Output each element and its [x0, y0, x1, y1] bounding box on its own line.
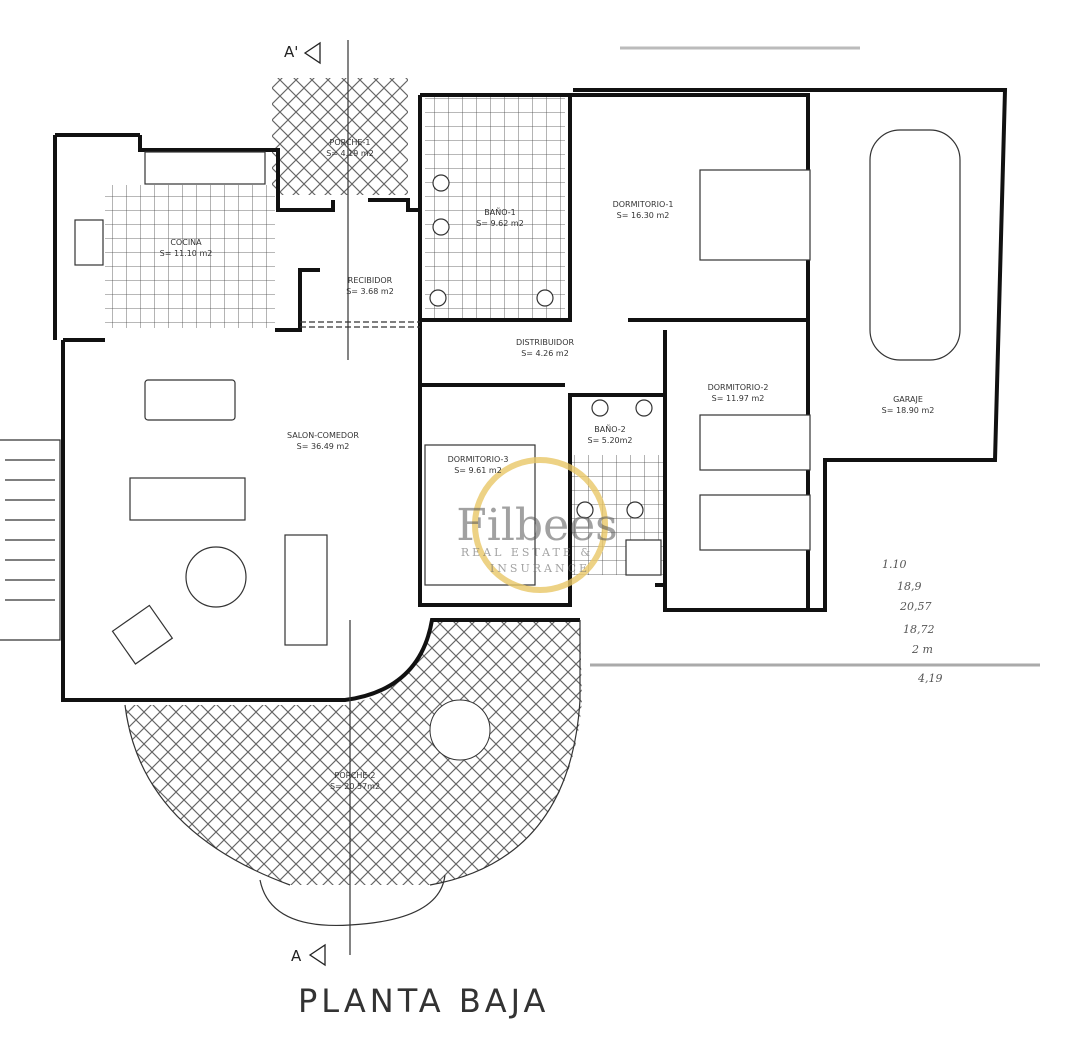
porch2-paving — [125, 620, 582, 885]
bath1-tiles — [425, 95, 565, 318]
room-area: S= 18.90 m2 — [882, 406, 935, 415]
section-mark-bottom: A — [291, 947, 302, 965]
plan-title: PLANTA BAJA — [298, 982, 549, 1020]
watermark: Filbees REAL ESTATE & INSURANCE — [456, 457, 618, 593]
room-area: S= 5.20m2 — [587, 436, 632, 445]
watermark-line1: REAL ESTATE & — [461, 546, 593, 559]
room-name: BAÑO-1 — [484, 207, 515, 217]
room-area: S= 9.61 m2 — [454, 466, 502, 475]
room-area: S= 4.26 m2 — [521, 349, 569, 358]
room-name: BAÑO-2 — [594, 424, 625, 434]
room-name: DORMITORIO-3 — [448, 455, 509, 464]
room-area: S= 3.68 m2 — [346, 287, 394, 296]
kitchen-tiles — [105, 185, 275, 328]
room-name: RECIBIDOR — [348, 276, 393, 285]
room-area: S= 16.30 m2 — [617, 211, 670, 220]
room-area: S= 11.97 m2 — [712, 394, 765, 403]
room-area: S= 4.19 m2 — [326, 149, 374, 158]
watermark-brand: Filbees — [456, 500, 618, 551]
section-mark-top: A' — [284, 43, 298, 61]
room-name: COCINA — [170, 238, 202, 247]
room-name: SALON-COMEDOR — [287, 431, 359, 440]
room-name: DORMITORIO-2 — [708, 383, 769, 392]
room-area: S= 36.49 m2 — [297, 442, 350, 451]
room-name: PORCHE-2 — [335, 771, 376, 780]
room-area: S= 11.10 m2 — [160, 249, 213, 258]
furniture — [74, 129, 961, 665]
room-name: DISTRIBUIDOR — [516, 338, 575, 347]
watermark-ring — [472, 457, 608, 593]
porch-table — [429, 699, 491, 761]
porch1-paving — [272, 78, 408, 195]
handwritten-note: 18,9 — [897, 580, 922, 593]
section-arrow-icon — [303, 41, 326, 967]
room-area: S= 9.62 m2 — [476, 219, 524, 228]
watermark-line2: INSURANCE — [490, 562, 590, 575]
room-area: S= 20.57m2 — [330, 782, 380, 791]
room-name: PORCHE-1 — [330, 138, 371, 147]
room-name: DORMITORIO-1 — [613, 200, 674, 209]
handwritten-note: 1.10 — [882, 558, 907, 571]
handwritten-note: 4,19 — [917, 672, 943, 685]
handwritten-note: 2 m — [911, 643, 933, 656]
thin-lines — [0, 40, 1040, 955]
room-name: GARAJE — [893, 395, 923, 404]
handwritten-note: 18,72 — [903, 623, 935, 636]
handwritten-note: 20,57 — [899, 600, 932, 613]
